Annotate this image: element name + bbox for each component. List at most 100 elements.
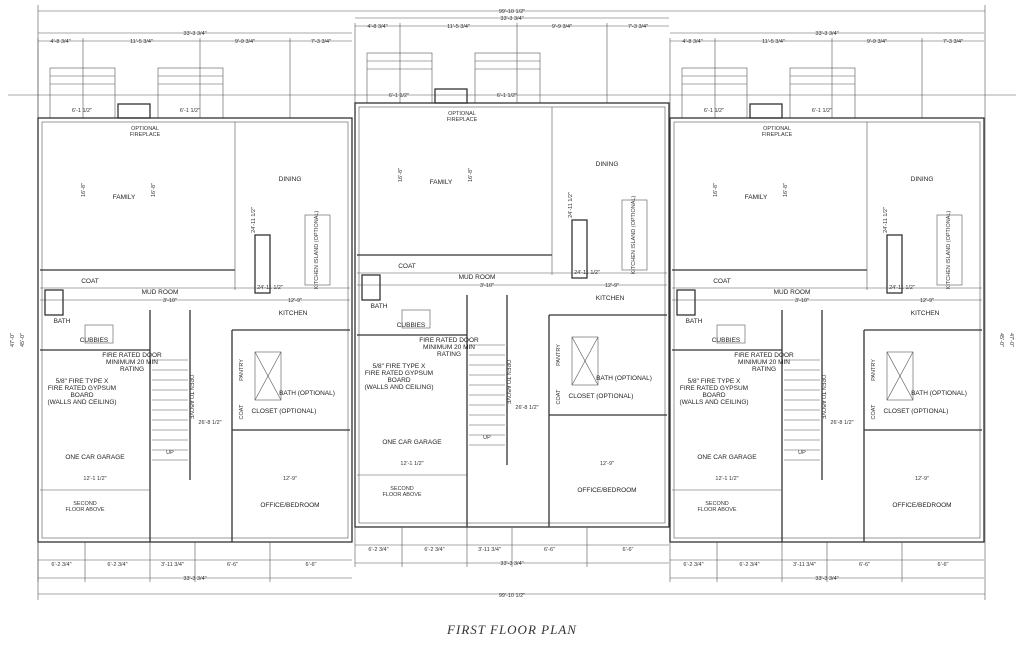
room-kitchen: KITCHEN [279,310,308,317]
gypsum-note: BOARD [702,392,725,399]
room-office: OFFICE/BEDROOM [577,487,636,494]
room-dining: DINING [911,176,934,183]
gypsum-note: 5/8" FIRE TYPE X [688,378,741,385]
unit-width-dim: 33'-3 3/4" [815,31,838,37]
room-mud: MUD ROOM [459,274,496,281]
kitchen-dim: 12'-9" [605,283,619,289]
bottom-dim: 6'-6" [623,547,634,553]
gypsum-note: (WALLS AND CEILING) [364,384,433,391]
bottom-dim: 6'-2 3/4" [683,562,703,568]
top-dim: 4'-8 3/4" [50,39,70,45]
room-garage: ONE CAR GARAGE [697,454,757,461]
unit-width-dim: 33'-3 3/4" [500,16,523,22]
unit-width-dim: 33'-3 3/4" [183,31,206,37]
room-kitchen: KITCHEN [911,310,940,317]
second-floor-note: FLOOR ABOVE [382,492,421,498]
townhouse-unit-3: 33'-3 3/4" 4'-8 3/4" 11'-5 3/4" 9'-9 3/4" 7'… [669,31,985,582]
garage-dim: 12'-1 1/2" [83,476,106,482]
office-dim: 12'-9" [915,476,929,482]
bottom-dim: 6'-6" [544,547,555,553]
room-cubbies: CUBBIES [712,337,741,344]
garage-dim: 12'-1 1/2" [715,476,738,482]
room-office: OFFICE/BEDROOM [260,502,319,509]
hall-dim: 26'-8 1/2" [830,420,853,426]
bottom-dim: 6'-6" [306,562,317,568]
second-floor-note: SECOND [390,486,414,492]
office-dim: 12'-9" [600,461,614,467]
room-coat-2: COAT [239,404,245,420]
fireplace-label: FIREPLACE [762,132,793,138]
dining-dim: 24'-11 1/2" [251,207,257,233]
window-dim: 6'-1 1/2" [180,108,200,114]
office-dim: 12'-9" [283,476,297,482]
family-dim: 16'-8" [468,168,474,182]
family-dim: 16'-8" [783,183,789,197]
room-bath: BATH [54,318,71,325]
gypsum-note: BOARD [387,377,410,384]
top-dim: 7'-3 3/4" [943,39,963,45]
bottom-dim: 6'-6" [938,562,949,568]
fire-door-note: MINIMUM 20 MIN [738,359,790,366]
hall-dim: 26'-8 1/2" [198,420,221,426]
stair-dim: 3'-10" [163,298,177,304]
open-to-above: OPEN TO ABOVE [188,375,194,420]
hall-dim: 26'-8 1/2" [515,405,538,411]
room-cubbies: CUBBIES [80,337,109,344]
bottom-dim: 3'-11 3/4" [793,562,816,568]
second-floor-note: FLOOR ABOVE [697,507,736,513]
family-dim: 16'-8" [81,183,87,197]
window-dim: 6'-1 1/2" [497,93,517,99]
room-bath: BATH [371,303,388,310]
family-dim: 16'-8" [151,183,157,197]
room-closet-optional: CLOSET (OPTIONAL) [884,408,949,415]
kitchen-island-label: KITCHEN ISLAND (OPTIONAL) [314,211,320,290]
family-dim: 16'-8" [398,168,404,182]
fireplace-label: FIREPLACE [130,132,161,138]
bottom-dim: 3'-11 3/4" [478,547,501,553]
top-dim: 9'-9 3/4" [867,39,887,45]
room-pantry: PANTRY [871,359,877,381]
fireplace-label: OPTIONAL [763,126,791,132]
gypsum-note: FIRE RATED GYPSUM [365,370,433,377]
gypsum-note: FIRE RATED GYPSUM [48,385,116,392]
plan-title: FIRST FLOOR PLAN [446,622,577,637]
kitchen-island-label: KITCHEN ISLAND (OPTIONAL) [631,196,637,275]
room-family: FAMILY [745,194,768,201]
top-dim: 11'-5 3/4" [762,39,785,45]
room-bath-optional: BATH (OPTIONAL) [911,390,967,397]
townhouse-unit-2: 33'-3 3/4"4'-8 3/4"11'-5 3/4"9'-9 3/4"7'… [354,16,670,567]
bottom-dim: 6'-6" [859,562,870,568]
gypsum-note: BOARD [70,392,93,399]
kitchen-dim: 12'-9" [920,298,934,304]
top-dim: 11'-5 3/4" [447,24,470,30]
room-office: OFFICE/BEDROOM [892,502,951,509]
second-floor-note: SECOND [705,501,729,507]
room-pantry: PANTRY [239,359,245,381]
room-coat: COAT [81,278,99,285]
dining-dim: 24'-11 1/2" [568,192,574,218]
bottom-dim: 6'-2 3/4" [51,562,71,568]
room-closet-optional: CLOSET (OPTIONAL) [252,408,317,415]
top-dim: 9'-9 3/4" [235,39,255,45]
top-dim: 4'-8 3/4" [682,39,702,45]
dining-dim: 24'-11 1/2" [883,207,889,233]
room-coat: COAT [398,263,416,270]
open-to-above: OPEN TO ABOVE [505,360,511,405]
room-cubbies: CUBBIES [397,322,426,329]
bottom-dim: 6'-2 3/4" [107,562,127,568]
gypsum-note: 5/8" FIRE TYPE X [373,363,426,370]
townhouse-unit-1: 33'-3 3/4"4'-8 3/4"11'-5 3/4"9'-9 3/4"7'… [37,31,353,582]
fire-door-note: RATING [437,351,461,358]
bottom-dim: 6'-2 3/4" [424,547,444,553]
gypsum-note: (WALLS AND CEILING) [679,399,748,406]
fire-door-note: MINIMUM 20 MIN [106,359,158,366]
bottom-dim: 6'-2 3/4" [368,547,388,553]
fire-door-note: FIRE RATED DOOR [734,352,794,359]
room-family: FAMILY [113,194,136,201]
room-closet-optional: CLOSET (OPTIONAL) [569,393,634,400]
top-dim: 7'-3 3/4" [628,24,648,30]
side-dim: 45'-0" [998,333,1004,347]
top-dim: 7'-3 3/4" [311,39,331,45]
open-to-above: OPEN TO ABOVE [820,375,826,420]
